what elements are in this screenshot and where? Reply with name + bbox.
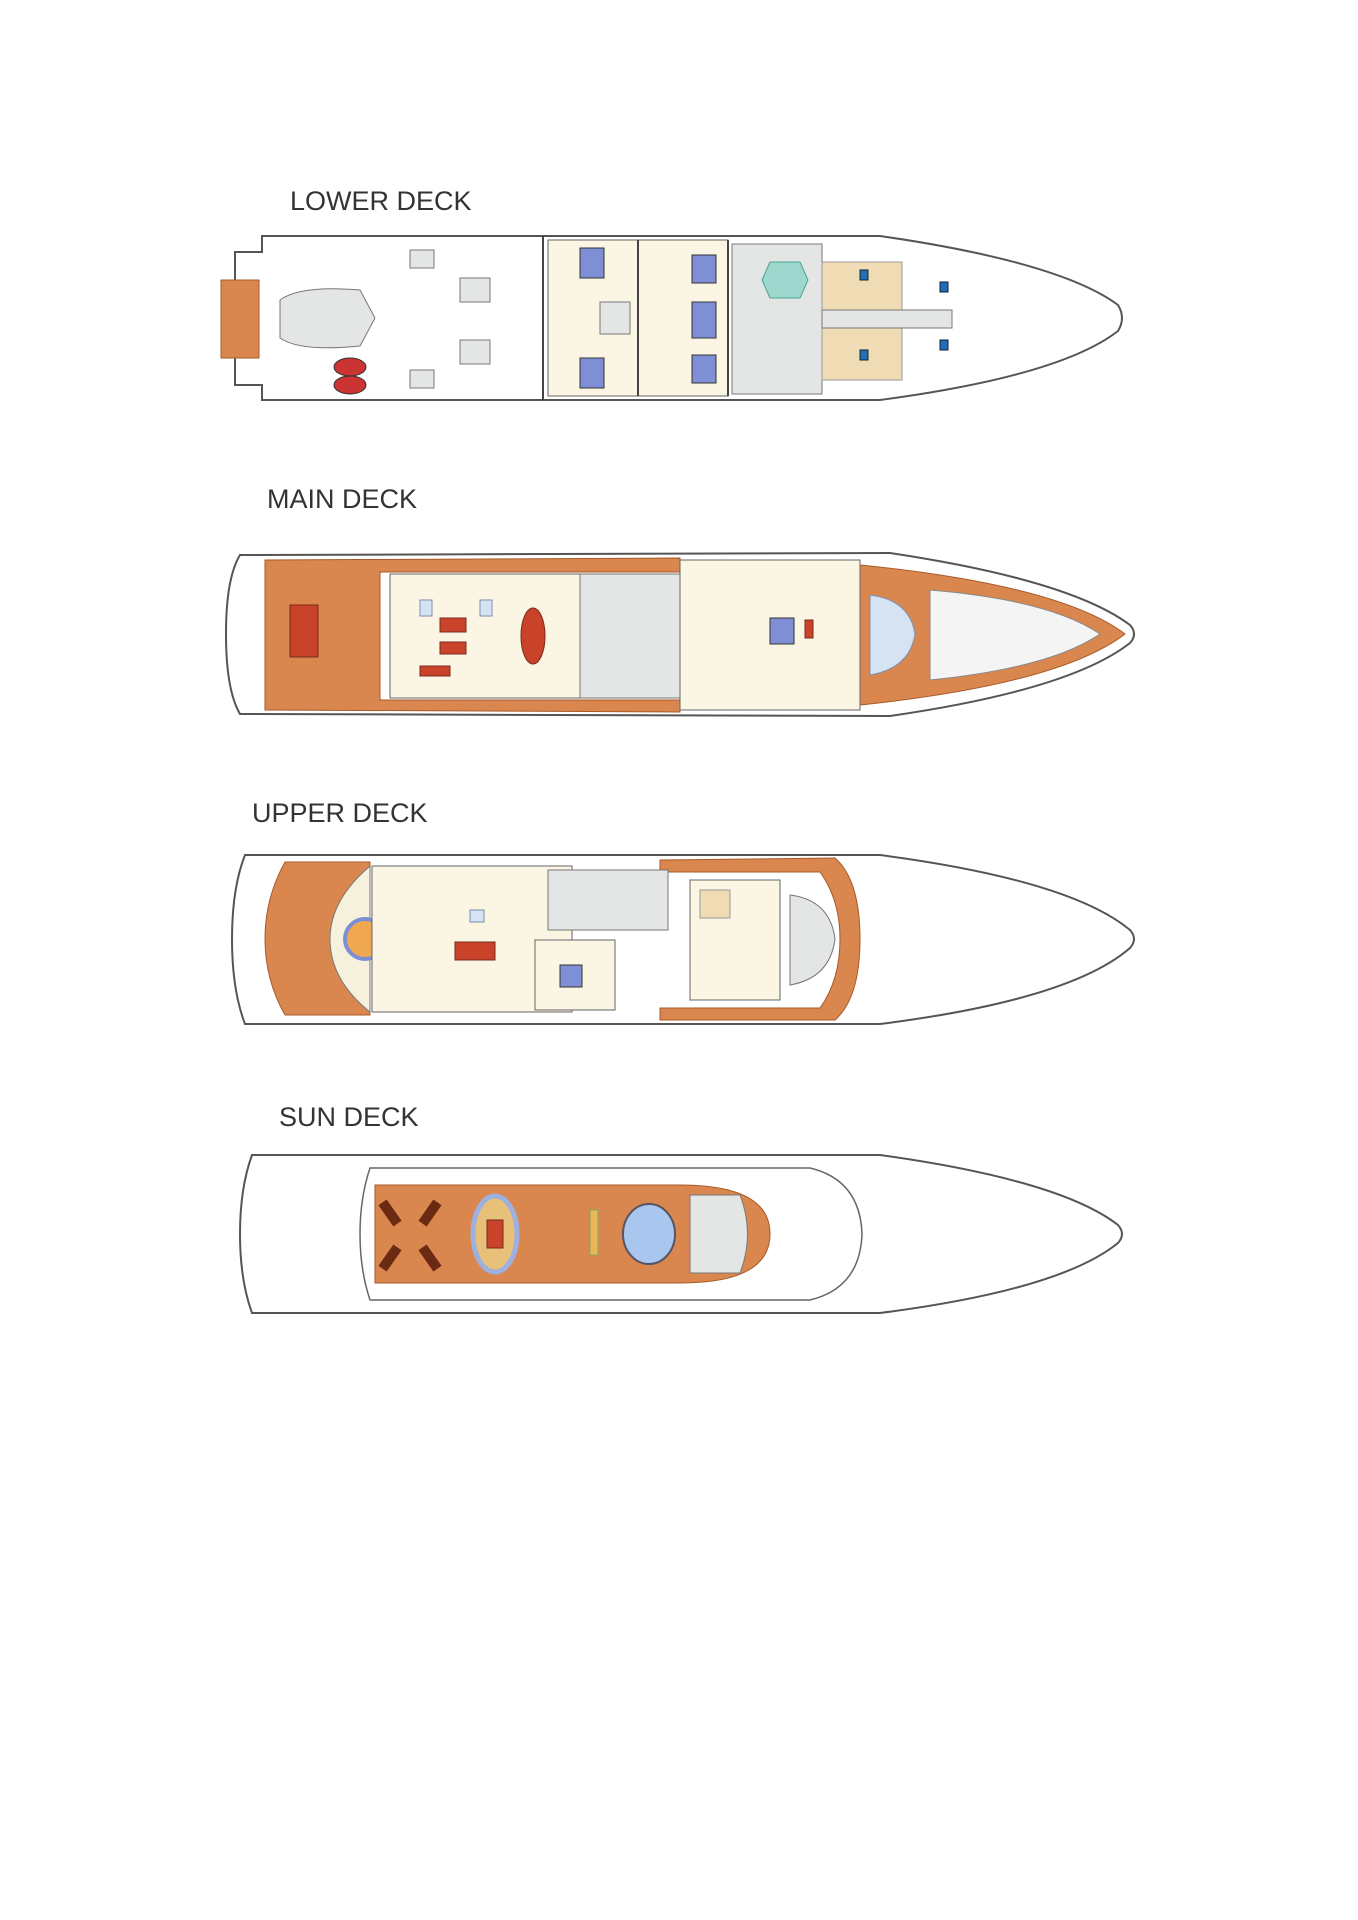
jetski	[333, 375, 367, 395]
main-deck-label: MAIN DECK	[267, 484, 417, 514]
upper-side-deck	[659, 857, 861, 1021]
jacuzzi	[622, 1203, 676, 1265]
sun-deck-teak	[374, 1184, 771, 1284]
sun-pads	[689, 1194, 748, 1274]
main-salon	[389, 573, 581, 699]
sun-deck-label: SUN DECK	[279, 1102, 419, 1132]
jetski	[333, 357, 367, 377]
sun-deck: SUN DECK	[238, 1102, 1123, 1314]
sun-loungers	[378, 1199, 442, 1272]
lower-deck-label: LOWER DECK	[290, 186, 472, 216]
upper-deck: UPPER DECK	[230, 798, 1135, 1025]
dining-table	[520, 607, 546, 665]
helm-station	[789, 894, 836, 986]
lower-deck: LOWER DECK	[220, 186, 1123, 401]
galley	[579, 573, 681, 699]
main-deck: MAIN DECK	[224, 484, 1135, 718]
swim-platform	[220, 279, 260, 359]
owner-lounge	[869, 594, 916, 676]
tender-boat	[279, 288, 376, 349]
upper-deck-label: UPPER DECK	[252, 798, 428, 828]
